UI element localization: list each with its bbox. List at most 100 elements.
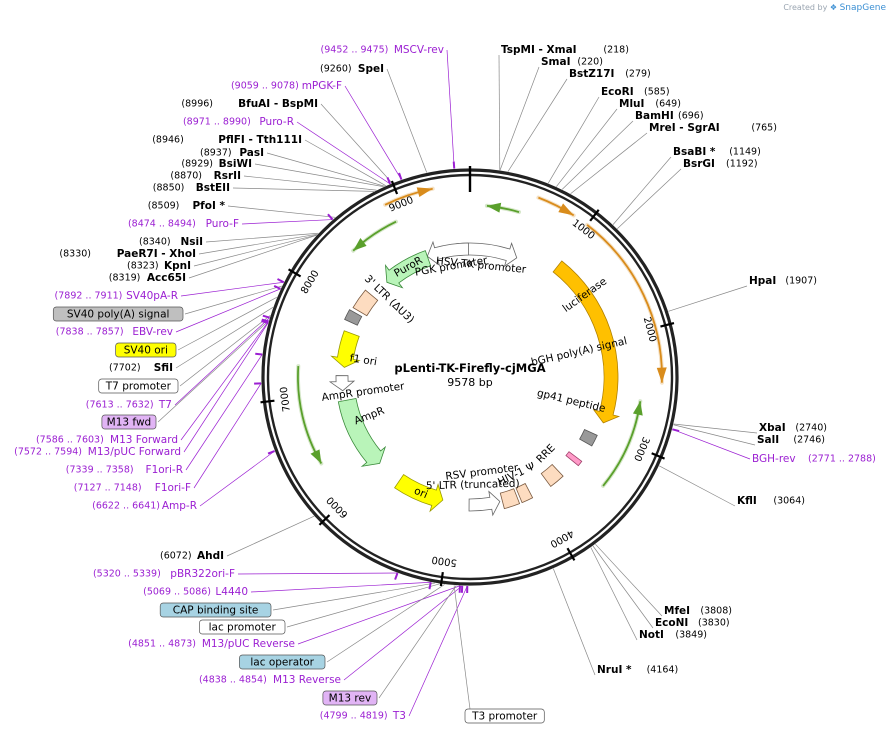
site-ecori: EcoRI bbox=[601, 86, 634, 98]
leader-line bbox=[345, 86, 401, 180]
leader-line bbox=[176, 289, 280, 332]
primer-pos-m13-forward: (7586 .. 7603) bbox=[36, 435, 104, 446]
primer-pos-m13-reverse: (4838 .. 4854) bbox=[199, 675, 267, 686]
feature-sv40-poly-a-signal: SV40 poly(A) signal bbox=[67, 309, 170, 321]
primer-f1ori-f: F1ori-F bbox=[155, 482, 191, 494]
leader-line bbox=[593, 546, 653, 628]
site-pos-mfei: (3808) bbox=[700, 606, 732, 617]
site-pos-bstz17i: (279) bbox=[625, 69, 651, 80]
site-pos-pfoi: (8509) bbox=[148, 201, 180, 212]
sv40-polya-box bbox=[345, 310, 362, 326]
feature-m13-rev: M13 rev bbox=[329, 693, 372, 705]
site-pos-sfii: (7702) bbox=[109, 363, 141, 374]
site-nsii: NsiI bbox=[180, 236, 203, 248]
primer-pos-f1ori-f: (7127 .. 7148) bbox=[74, 483, 142, 494]
site-pos-rsrii: (8870) bbox=[170, 171, 202, 182]
leader-line bbox=[673, 425, 755, 445]
tick-label-9000: 9000 bbox=[387, 195, 415, 215]
gp41-marker bbox=[566, 452, 582, 466]
leader-line bbox=[178, 297, 277, 350]
primer-binding-mark bbox=[268, 451, 275, 453]
site-pos-paer7i-xhoi: (8330) bbox=[59, 249, 91, 260]
site-pos-acc65i: (8319) bbox=[109, 273, 141, 284]
site-pos-bsiwi: (8929) bbox=[181, 159, 213, 170]
site-bstz17i: BstZ17I bbox=[569, 68, 614, 80]
leader-line bbox=[185, 286, 282, 314]
site-bfuai-bspmi: BfuAI - BspMI bbox=[238, 98, 318, 110]
site-ahdi: AhdI bbox=[197, 550, 224, 562]
site-paer7i-xhoi: PaeR7I - XhoI bbox=[117, 248, 196, 260]
site-pos-hpai: (1907) bbox=[785, 276, 817, 287]
leader-line bbox=[242, 220, 333, 224]
primer-ebv-rev: EBV-rev bbox=[132, 326, 173, 338]
leader-line bbox=[186, 354, 262, 470]
site-xbai: XbaI bbox=[759, 422, 786, 434]
leader-line bbox=[233, 188, 374, 191]
leader-line bbox=[200, 451, 275, 506]
primer-binding-mark bbox=[277, 279, 283, 282]
primer-amp-r: Amp-R bbox=[162, 500, 197, 512]
leader-line bbox=[571, 133, 647, 194]
site-pos-bsteii: (8850) bbox=[153, 183, 185, 194]
site-pos-nsii: (8340) bbox=[139, 237, 171, 248]
primer-pos-puro-r: (8971 .. 8990) bbox=[183, 117, 251, 128]
inner-label-gp41: gp41 peptide bbox=[536, 387, 607, 415]
feature-cap-binding-site: CAP binding site bbox=[173, 605, 259, 617]
site-pos-spei: (9260) bbox=[320, 64, 352, 75]
tick-7000 bbox=[261, 401, 275, 403]
leader-line bbox=[194, 383, 261, 488]
leader-line bbox=[617, 169, 681, 229]
rsv-promoter-arrow bbox=[469, 491, 500, 515]
leader-line bbox=[553, 569, 595, 675]
leader-line bbox=[499, 55, 500, 170]
primer-m13-reverse: M13 Reverse bbox=[273, 674, 341, 686]
primer-pos-sv40pa-r: (7892 .. 7911) bbox=[55, 291, 123, 302]
site-pos-bfuai-bspmi: (8996) bbox=[181, 99, 213, 110]
leader-line bbox=[181, 321, 269, 440]
green-arc-ampr bbox=[298, 366, 321, 463]
site-pos-tspmi-xmai: (218) bbox=[603, 45, 629, 56]
primer-binding-mark bbox=[387, 177, 390, 183]
primer-sv40pa-r: SV40pA-R bbox=[126, 290, 178, 302]
primer-t3: T3 bbox=[392, 710, 406, 722]
primer-binding-mark bbox=[399, 173, 401, 180]
green-arc-puro-left bbox=[353, 222, 396, 251]
leader-line bbox=[595, 544, 662, 616]
rre-box bbox=[541, 464, 563, 486]
leader-line bbox=[674, 424, 757, 433]
primer-pos-l4440: (5069 .. 5086) bbox=[143, 587, 211, 598]
site-econi: EcoNI bbox=[655, 617, 688, 629]
primer-pos-t7: (7613 .. 7632) bbox=[86, 400, 154, 411]
leader-line bbox=[273, 583, 435, 610]
primer-t7: T7 bbox=[158, 399, 172, 411]
primer-pos-mscv-rev: (9452 .. 9475) bbox=[321, 45, 389, 56]
site-pos-xbai: (2740) bbox=[795, 423, 827, 434]
primer-binding-mark bbox=[255, 354, 262, 355]
inner-label-f1-ori: f1 ori bbox=[349, 352, 378, 368]
plasmid-name: pLenti-TK-Firefly-cjMGA bbox=[394, 361, 545, 375]
leader-line bbox=[251, 582, 431, 592]
leader-line bbox=[387, 69, 427, 173]
leader-line bbox=[659, 466, 735, 506]
primer-mpgk-f: mPGK-F bbox=[302, 80, 342, 92]
site-labels: TspMI - XmaI(218)SmaI(220)BstZ17I(279)Ec… bbox=[14, 44, 876, 723]
site-pos-sali: (2746) bbox=[793, 435, 825, 446]
site-pos-ahdi: (6072) bbox=[160, 551, 192, 562]
leader-line bbox=[238, 573, 398, 574]
site-nrui: NruI * bbox=[597, 664, 632, 676]
site-kpni: KpnI bbox=[164, 260, 191, 272]
site-pfoi: PfoI * bbox=[192, 200, 225, 212]
site-mrei-sgrai: MreI - SgrAI bbox=[649, 122, 720, 134]
leader-line bbox=[591, 548, 637, 640]
feature-t3-promoter: T3 promoter bbox=[471, 711, 538, 723]
primer-pos-puro-f: (8474 .. 8494) bbox=[128, 219, 196, 230]
tick-label-5000: 5000 bbox=[431, 553, 458, 567]
inner-label-rre: RRE bbox=[534, 442, 558, 465]
site-rsrii: RsrII bbox=[214, 170, 241, 182]
primer-binding-mark bbox=[263, 316, 270, 318]
primer-m13-forward: M13 Forward bbox=[110, 434, 178, 446]
site-pos-kfli: (3064) bbox=[773, 496, 805, 507]
site-pos-bsrgi: (1192) bbox=[726, 159, 758, 170]
leader-line bbox=[255, 164, 384, 187]
